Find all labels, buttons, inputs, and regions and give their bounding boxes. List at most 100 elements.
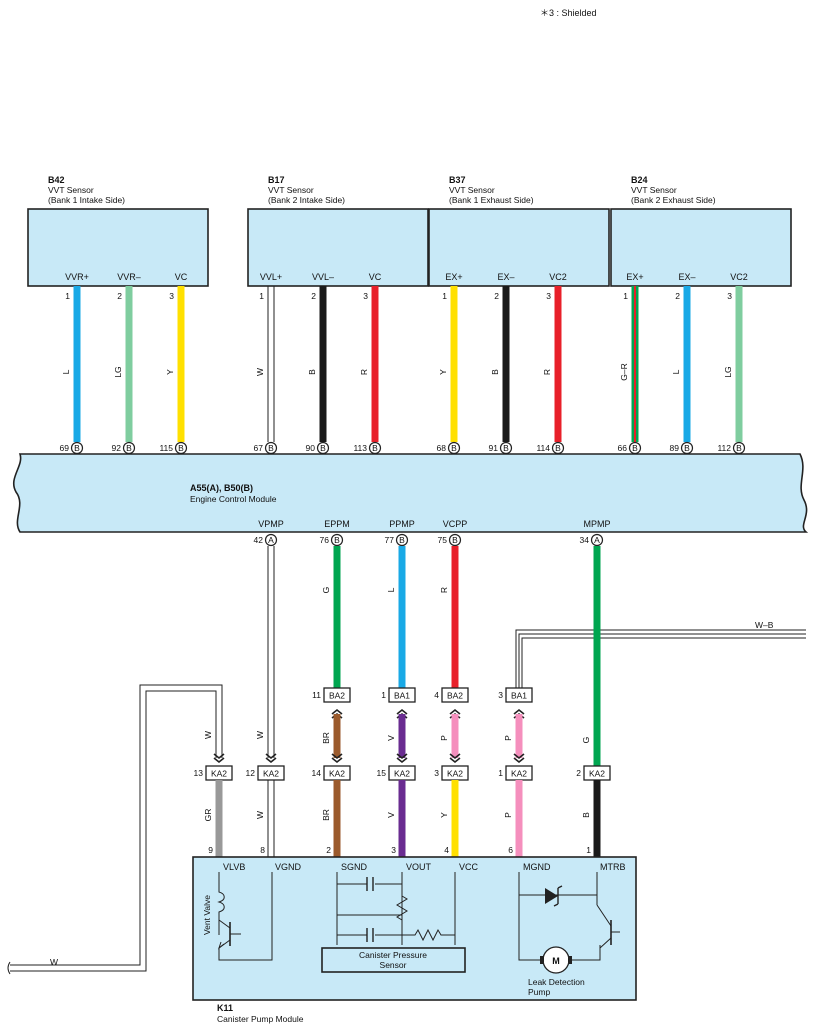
sensor-code-B24: B24 xyxy=(631,175,648,185)
sensor-pin-num: 2 xyxy=(117,291,122,301)
sensor-pin-num: 1 xyxy=(259,291,264,301)
pump-sig: VGND xyxy=(275,862,302,872)
wire-color-code: W xyxy=(203,731,213,739)
ka-pin-num: 13 xyxy=(194,768,204,778)
ecm-conn-circle-letter: B xyxy=(736,443,742,453)
ecm-bottom-conn-letter: B xyxy=(334,535,340,545)
ecm-bottom-conn-letter: A xyxy=(268,535,274,545)
ecm-bottom-sig: VPMP xyxy=(258,519,284,529)
shielded-note: ＊3 : Shielded xyxy=(540,8,597,18)
ecm-bottom-conn xyxy=(448,533,462,547)
wb-wire-c xyxy=(521,637,806,688)
wire-color-code: W xyxy=(255,811,265,819)
pump-sig: MGND xyxy=(523,862,551,872)
cps-label-2: Sensor xyxy=(380,960,407,970)
pump-module-box xyxy=(192,856,637,1001)
wire-color-code: P xyxy=(439,735,449,741)
ba-connector-label: BA1 xyxy=(511,691,527,701)
wb-wire-a xyxy=(515,629,806,688)
ba-pin-num: 11 xyxy=(312,690,321,700)
sensor-pin-num: 1 xyxy=(623,291,628,301)
ecm-bottom-sig: PPMP xyxy=(389,519,415,529)
sensor-sub-B42: (Bank 1 Intake Side) xyxy=(48,195,125,205)
ba-connector xyxy=(388,687,416,703)
pump-sig: VOUT xyxy=(406,862,432,872)
ldp-label-2: Pump xyxy=(528,987,550,997)
ka-connector-label: KA2 xyxy=(329,769,345,779)
wire-color-code: BR xyxy=(321,809,331,821)
cps-box xyxy=(321,947,466,973)
sensor-code-B17: B17 xyxy=(268,175,285,185)
ecm-pin-num: 90 xyxy=(306,443,316,453)
ldp-diode xyxy=(545,888,558,904)
vent-valve-label: Vent Valve xyxy=(202,895,212,935)
pump-pin-num: 1 xyxy=(586,845,591,855)
ecm-conn-circle-letter: B xyxy=(503,443,509,453)
wire-ka-pump xyxy=(398,780,406,857)
motor-brush-r xyxy=(568,956,572,964)
chevron-ka-down-a xyxy=(396,757,408,764)
ecm-conn-circle-letter: B xyxy=(320,443,326,453)
chevron-ka-down-b xyxy=(513,753,525,760)
chevron-ka-down-b xyxy=(331,753,343,760)
ecm-conn-circle-letter: B xyxy=(126,443,132,453)
wire-ba-ka xyxy=(333,714,341,758)
ldp-diode-bar xyxy=(553,885,563,907)
sensor-name-B24: VVT Sensor xyxy=(631,185,677,195)
ecm-pin-num: 115 xyxy=(159,443,173,453)
ecm-conn-circle-letter: B xyxy=(555,443,561,453)
ka-pin-num: 2 xyxy=(576,768,581,778)
ecm-pin-num: 68 xyxy=(437,443,447,453)
wire-color-code: LG xyxy=(113,366,123,377)
sensor-pin-num: 2 xyxy=(311,291,316,301)
pump-pin-num: 2 xyxy=(326,845,331,855)
sensor-box-B42 xyxy=(27,208,209,287)
sensor-pin-num: 1 xyxy=(65,291,70,301)
chevron-ka-down-a xyxy=(513,757,525,764)
ba-pin-num: 3 xyxy=(498,690,503,700)
wire-B42-1 xyxy=(73,286,81,442)
wire-color-code: L xyxy=(386,587,396,592)
motor-letter: M xyxy=(552,956,560,966)
ecm-pin-num: 66 xyxy=(618,443,628,453)
pump-code: K11 xyxy=(217,1003,233,1013)
chevron-vent-a xyxy=(213,757,225,764)
chevron-ka-down-b xyxy=(449,753,461,760)
wire-B37-3 xyxy=(554,286,562,442)
wire-EPPM xyxy=(333,546,341,688)
wire-color-code: LG xyxy=(723,366,733,377)
chevron-vent-b xyxy=(213,753,225,760)
wire-B37-2 xyxy=(502,286,510,442)
vent-wire-outer xyxy=(10,684,223,966)
sensor-box-B24 xyxy=(610,208,792,287)
ecm-name: Engine Control Module xyxy=(190,494,277,504)
ka-connector-vent-label: KA2 xyxy=(211,769,227,779)
ba-pin-num: 4 xyxy=(434,690,439,700)
cps-cap2 xyxy=(366,928,374,942)
ecm-bottom-conn-letter: A xyxy=(594,535,600,545)
sensor-pin-num: 3 xyxy=(169,291,174,301)
ka-connector-label: KA2 xyxy=(394,769,410,779)
wire-color-code: R xyxy=(359,369,369,375)
sensor-sub-B37: (Bank 1 Exhaust Side) xyxy=(449,195,534,205)
ka-connector xyxy=(257,765,285,781)
wire-color-code: Y xyxy=(439,812,449,818)
vent-wire-break xyxy=(7,961,11,975)
wb-wire-b xyxy=(518,633,806,688)
wire-color-code: G xyxy=(321,587,331,594)
sensor-sub-B24: (Bank 2 Exhaust Side) xyxy=(631,195,716,205)
ecm-pin-num: 69 xyxy=(60,443,70,453)
wire-B17-3 xyxy=(371,286,379,442)
ecm-pin-num: 112 xyxy=(717,443,731,453)
sensor-pin-sig: VC2 xyxy=(730,272,748,282)
wire-ka-pump xyxy=(593,780,601,857)
wire-ka-pump xyxy=(333,780,341,857)
ecm-bottom-conn xyxy=(590,533,604,547)
wire-VCPP xyxy=(451,546,459,688)
sensor-pin-sig: VC xyxy=(175,272,188,282)
wire-color-code: Y xyxy=(438,369,448,375)
ldp-label-1: Leak Detection xyxy=(528,977,585,987)
sensor-name-B42: VVT Sensor xyxy=(48,185,94,195)
cps-cap1 xyxy=(366,877,374,891)
wire-color-code: B xyxy=(581,812,591,818)
